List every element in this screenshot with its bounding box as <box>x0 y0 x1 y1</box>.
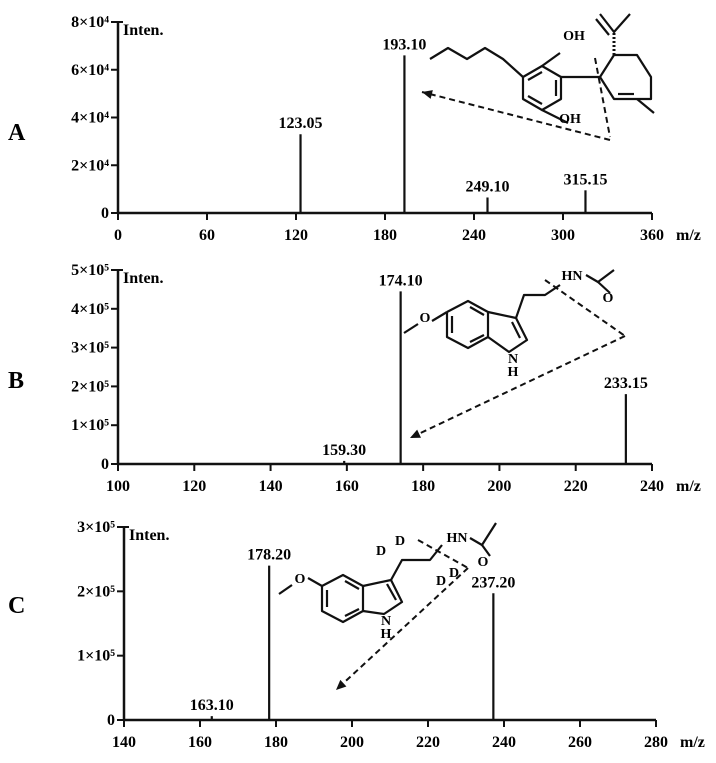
x-tick-label: 120 <box>284 227 308 244</box>
y-tick-label: 1×10⁵ <box>77 648 115 665</box>
atom-label: O <box>603 291 614 306</box>
x-tick-label: 280 <box>644 734 668 751</box>
y-tick-label: 5×10⁵ <box>71 262 109 279</box>
x-tick-label: 120 <box>182 478 206 495</box>
y-tick-label: 1×10⁵ <box>71 417 109 434</box>
y-tick-label: 3×10⁵ <box>77 519 115 536</box>
melatonin-structure-icon: NH O HN O <box>403 269 626 439</box>
x-tick-label: 100 <box>106 478 130 495</box>
atom-label: D <box>376 544 386 559</box>
peak-label: 159.30 <box>322 442 366 459</box>
y-axis-label: Inten. <box>129 527 169 544</box>
x-tick-label: 200 <box>487 478 511 495</box>
x-tick-label: 160 <box>188 734 212 751</box>
x-tick-label: 220 <box>564 478 588 495</box>
x-axis-label: m/z <box>676 478 701 495</box>
x-tick-label: 240 <box>640 478 664 495</box>
atom-label: D <box>436 574 446 589</box>
atom-label: N <box>381 614 391 629</box>
y-tick-label: 6×10⁴ <box>71 62 109 79</box>
y-tick-label: 2×10⁴ <box>71 157 109 174</box>
x-tick-label: 140 <box>112 734 136 751</box>
x-tick-label: 60 <box>199 227 215 244</box>
spectrum-panel-a: A 0 2×10⁴ 4×10⁴ 6×10⁴ 8×10⁴ Inten. 0 60 120 180 240… <box>8 14 701 244</box>
atom-label: D <box>395 534 405 549</box>
y-axis-label: Inten. <box>123 22 163 39</box>
peak-label: 193.10 <box>382 36 426 53</box>
x-tick-label: 260 <box>568 734 592 751</box>
atom-label: O <box>295 572 306 587</box>
x-tick-label: 220 <box>416 734 440 751</box>
x-axis-label: m/z <box>680 734 705 751</box>
atom-label: HN <box>447 531 468 546</box>
peak-label: 174.10 <box>379 272 423 289</box>
atom-label: H <box>508 365 519 380</box>
x-axis-label: m/z <box>676 227 701 244</box>
panel-letter: B <box>8 368 24 394</box>
x-tick-label: 0 <box>114 227 122 244</box>
peak-label: 233.15 <box>604 375 648 392</box>
panel-letter: A <box>8 120 26 146</box>
peak-label: 315.15 <box>563 171 607 188</box>
atom-label: OH <box>563 29 585 44</box>
spectrum-panel-c: C 0 1×10⁵ 2×10⁵ 3×10⁵ Inten. 140 160 180 200 220 24… <box>8 519 705 751</box>
x-tick-label: 240 <box>462 227 486 244</box>
y-tick-label: 2×10⁵ <box>77 583 115 600</box>
atom-label: H <box>381 627 392 642</box>
peak-label: 163.10 <box>190 697 234 714</box>
x-tick-label: 300 <box>551 227 575 244</box>
y-tick-label: 3×10⁵ <box>71 340 109 357</box>
x-tick-label: 180 <box>264 734 288 751</box>
x-tick-label: 180 <box>373 227 397 244</box>
y-tick-label: 8×10⁴ <box>71 14 109 31</box>
x-tick-label: 140 <box>259 478 283 495</box>
y-tick-label: 4×10⁵ <box>71 301 109 318</box>
atom-label: O <box>420 311 431 326</box>
y-tick-label: 0 <box>101 456 109 473</box>
peak-label: 123.05 <box>279 115 323 132</box>
peak-label: 178.20 <box>247 547 291 564</box>
x-tick-label: 200 <box>340 734 364 751</box>
atom-label: D <box>449 566 459 581</box>
x-tick-label: 360 <box>640 227 664 244</box>
panel-letter: C <box>8 593 25 619</box>
y-tick-label: 2×10⁵ <box>71 378 109 395</box>
y-axis-label: Inten. <box>123 270 163 287</box>
x-tick-label: 180 <box>411 478 435 495</box>
peak-label: 237.20 <box>471 574 515 591</box>
y-tick-label: 0 <box>107 712 115 729</box>
cbd-structure-icon: OH OH <box>421 13 655 141</box>
x-tick-label: 160 <box>335 478 359 495</box>
y-tick-label: 4×10⁴ <box>71 110 109 127</box>
spectrum-panel-b: B 0 1×10⁵ 2×10⁵ 3×10⁵ 4×10⁵ 5×10⁵ Inten. 100 120 1… <box>8 262 701 495</box>
atom-label: N <box>508 352 518 367</box>
x-tick-label: 240 <box>492 734 516 751</box>
y-tick-label: 0 <box>101 205 109 222</box>
atom-label: HN <box>562 269 583 284</box>
atom-label: OH <box>559 112 581 127</box>
peak-label: 249.10 <box>465 178 509 195</box>
atom-label: O <box>478 555 489 570</box>
